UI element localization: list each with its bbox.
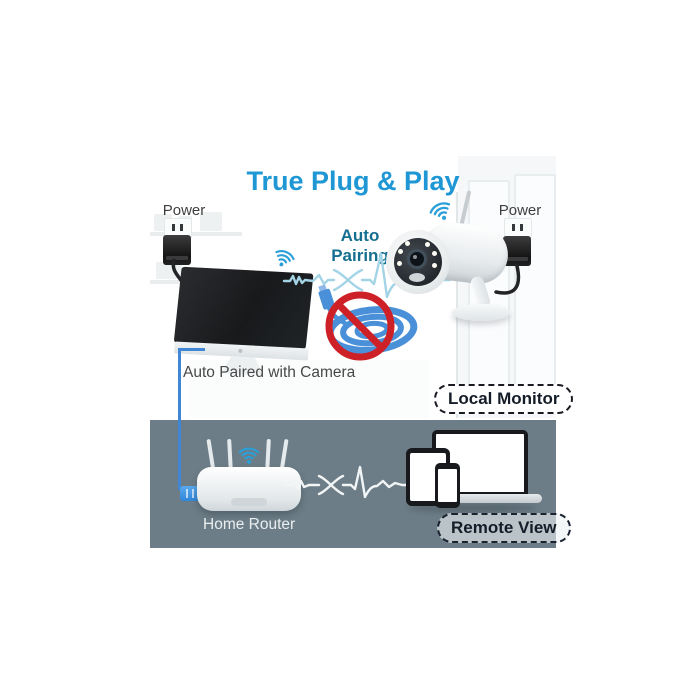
power-label-left: Power [162, 202, 206, 219]
camera-lens [407, 249, 427, 269]
power-cable-right [494, 264, 521, 295]
camera-led [425, 242, 430, 247]
auto-pairing-label: Auto Pairing [331, 226, 389, 265]
home-router-label: Home Router [203, 516, 296, 533]
power-adapter-icon [163, 235, 191, 265]
background-shelf-item [200, 212, 222, 231]
wifi-icon [429, 202, 451, 220]
camera-led [432, 251, 437, 256]
wall-outlet-right [504, 218, 532, 238]
camera-led [432, 263, 437, 268]
remote-heartbeat-icon [284, 465, 416, 499]
power-label-right: Power [498, 202, 542, 219]
no-ethernet-cable-icon [318, 284, 418, 361]
devices-shadow [408, 504, 538, 512]
local-monitor-badge: Local Monitor [434, 384, 574, 414]
camera-led [405, 241, 410, 246]
camera-mount-base [452, 304, 510, 321]
smartphone [435, 463, 460, 508]
phone-screen [438, 469, 457, 502]
page-title: True Plug & Play [246, 166, 460, 196]
home-router [197, 467, 301, 511]
camera-led [397, 261, 402, 266]
remote-view-badge: Remote View [437, 513, 571, 543]
wifi-icon [275, 250, 295, 267]
background-shelf [150, 232, 242, 236]
connection-line [178, 348, 205, 351]
background-door-edge [456, 192, 458, 418]
scene: True Plug & Play Power Power Auto Paired… [150, 152, 574, 548]
wifi-icon [238, 447, 260, 464]
camera-led [398, 249, 403, 254]
camera-front-face [386, 230, 450, 294]
security-camera [378, 190, 528, 350]
camera-face-panel [394, 238, 442, 286]
connection-line [178, 349, 181, 490]
camera-pir-sensor [409, 273, 425, 282]
laptop-base [422, 494, 542, 503]
auto-paired-caption: Auto Paired with Camera [183, 364, 356, 381]
